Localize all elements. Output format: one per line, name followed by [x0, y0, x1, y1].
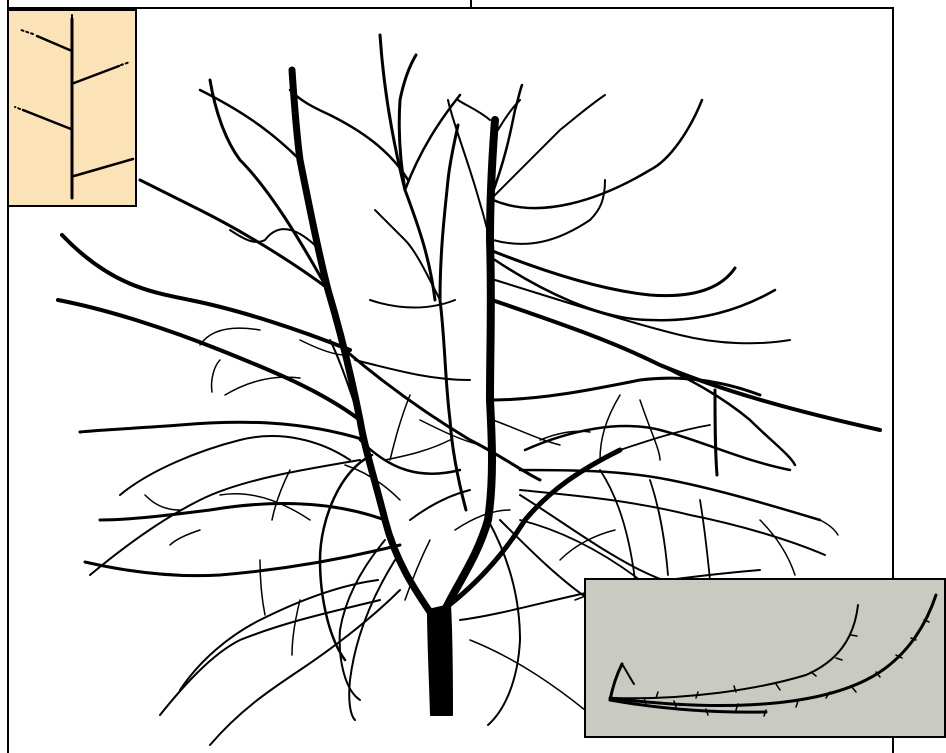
branch: [520, 490, 825, 555]
branch: [700, 500, 710, 580]
branch: [345, 350, 540, 480]
branch: [212, 360, 220, 392]
branch: [292, 600, 300, 655]
branch: [660, 365, 795, 465]
branch: [458, 100, 490, 120]
branch: [820, 520, 838, 535]
branch: [210, 80, 328, 290]
branch: [100, 503, 385, 520]
branch: [490, 250, 735, 296]
branch: [390, 395, 410, 460]
branch: [493, 180, 605, 244]
branch: [520, 520, 640, 580]
branch: [470, 640, 585, 710]
leader-left: [292, 70, 430, 612]
branch-pattern-icon: [9, 11, 135, 205]
branch: [493, 100, 702, 208]
branch: [448, 100, 490, 240]
branch: [210, 590, 400, 745]
branch: [160, 600, 380, 715]
branch: [80, 422, 365, 440]
tree-trunk: [428, 605, 452, 715]
branch: [560, 530, 615, 560]
branch: [170, 530, 200, 545]
branch: [760, 520, 795, 575]
branch: [493, 420, 560, 445]
branch: [272, 470, 290, 520]
branch: [360, 440, 460, 474]
branch: [58, 300, 360, 420]
branch: [440, 125, 458, 300]
branch: [260, 560, 265, 615]
branch: [715, 390, 717, 475]
branch: [620, 425, 710, 450]
branch: [375, 210, 440, 300]
curved-shoot-icon: [586, 580, 944, 736]
inset-branch-pattern: [7, 9, 137, 207]
branch: [200, 328, 260, 345]
branch: [498, 100, 520, 130]
branch: [440, 300, 466, 510]
branch: [495, 280, 790, 343]
branch: [145, 495, 180, 510]
branch: [290, 90, 408, 180]
inset-curved-shoot: [584, 578, 946, 738]
branch: [340, 540, 385, 700]
leader-center: [446, 120, 495, 608]
branch: [85, 545, 400, 576]
branch: [650, 480, 668, 575]
branch: [355, 360, 470, 380]
branch: [405, 95, 460, 190]
